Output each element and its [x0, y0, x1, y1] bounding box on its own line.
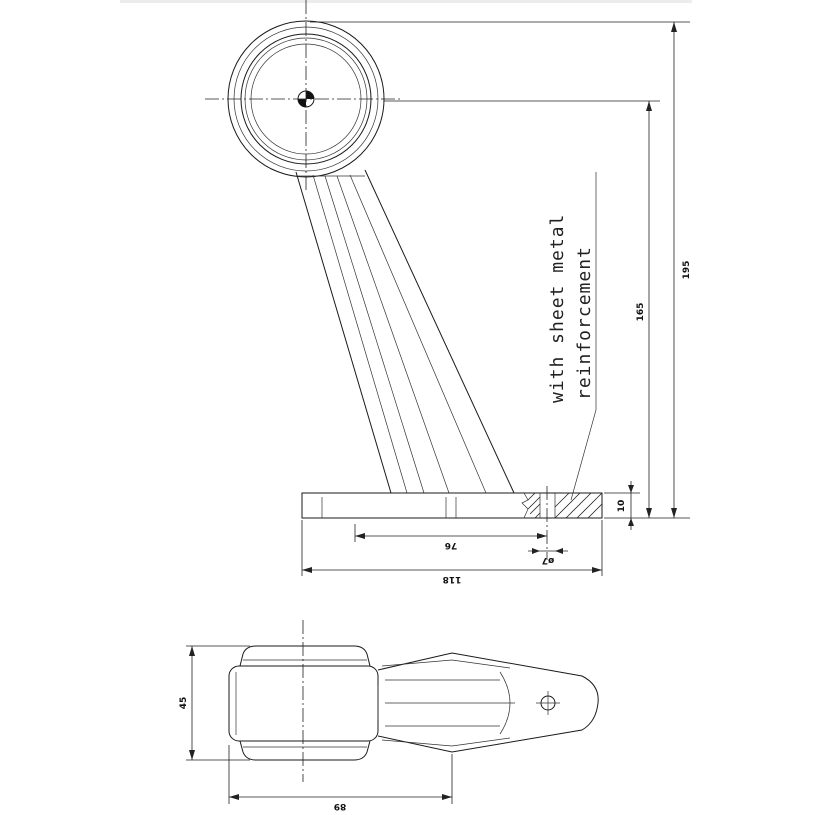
dimension-hole-spacing [354, 524, 547, 542]
lamp-head [205, 0, 400, 192]
head-body [228, 665, 379, 742]
dim-label-base-thickness: 10 [617, 500, 627, 513]
mounting-hole [536, 691, 560, 715]
top-view-arm [377, 652, 599, 753]
dimension-hole-diameter [528, 548, 568, 554]
dim-label-center-height: 165 [636, 303, 646, 322]
base-plate [301, 486, 603, 560]
section-hatch [527, 492, 603, 519]
dimension-top-length [228, 745, 453, 804]
dimension-base-length [301, 520, 603, 576]
dim-label-top-length: 89 [334, 801, 347, 811]
note-line-1: with sheet metal [547, 214, 568, 403]
note-line-2: reinforcement [574, 246, 595, 400]
dimension-overall-height [310, 21, 690, 519]
note-leader [570, 172, 597, 501]
dimension-base-thickness [604, 481, 640, 530]
dim-label-overall-height: 195 [682, 261, 692, 280]
head-top-rim [239, 645, 371, 667]
dimension-center-height [384, 100, 660, 518]
dimension-top-width [186, 645, 250, 761]
top-view: 45 89 [179, 620, 599, 811]
dim-label-hole-diameter: ø7 [542, 555, 554, 565]
dim-label-base-length: 118 [443, 574, 462, 584]
bracket-arm [295, 169, 515, 494]
dim-label-top-width: 45 [179, 697, 189, 710]
head-bottom-rim [239, 740, 371, 761]
dim-label-hole-spacing: 76 [445, 540, 458, 550]
top-border-strip [120, 0, 692, 3]
side-view: 195 165 10 76 ø7 118 with sheet metal re… [205, 0, 692, 584]
